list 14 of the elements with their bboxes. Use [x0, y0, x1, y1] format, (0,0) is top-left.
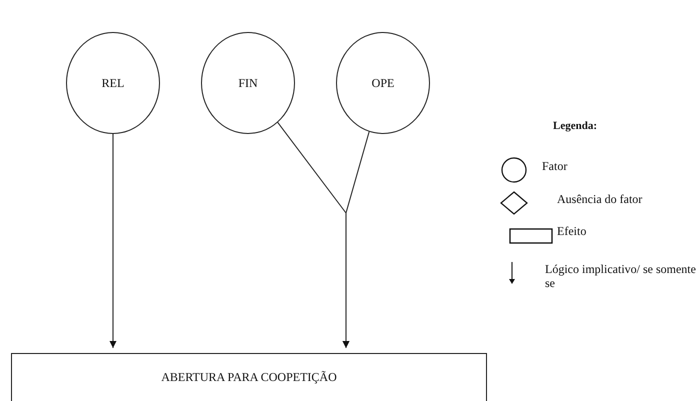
legend-text: Efeito — [557, 224, 586, 239]
node-label: REL — [102, 76, 124, 90]
legend-title: Legenda: — [553, 120, 597, 132]
node-label: ABERTURA PARA COOPETIÇÃO — [161, 370, 337, 385]
arrow — [342, 131, 370, 348]
factor-circle — [336, 32, 430, 134]
legend-text: Ausência do fator — [557, 192, 642, 207]
node-label: FIN — [238, 76, 258, 90]
factor-circle — [66, 32, 160, 134]
node-label: OPE — [372, 76, 394, 90]
legend-text: Lógico implicativo/ se somente se — [545, 262, 697, 291]
arrow — [110, 134, 116, 348]
factor-circle — [201, 32, 295, 134]
legend-text: Fator — [542, 159, 568, 174]
